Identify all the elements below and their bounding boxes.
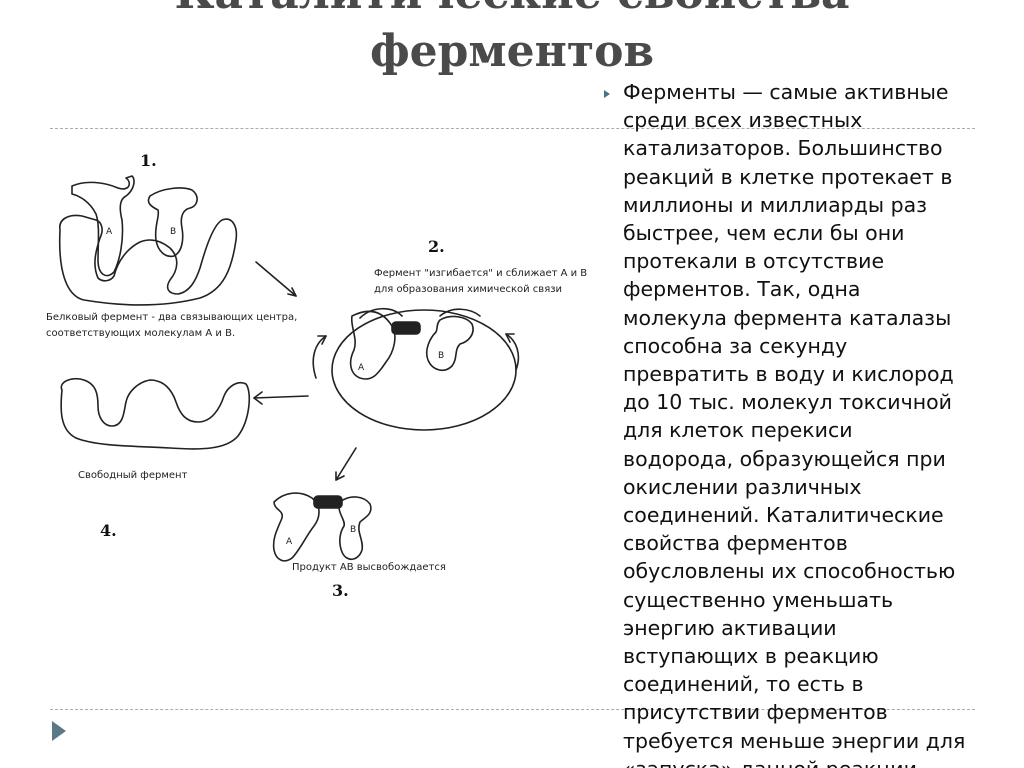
enzyme-diagram-svg: 1. 2. 3. 4. A B A B A B Белковый фермент… xyxy=(46,151,587,600)
step-2-label: 2. xyxy=(428,237,445,256)
slide-title-line1: Каталитические свойства xyxy=(0,0,1024,16)
caption-step2-line1: Фермент "изгибается" и сближает А и В xyxy=(374,268,587,279)
step-4-label: 4. xyxy=(100,521,117,540)
caption-step3: Продукт АВ высвобождается xyxy=(292,562,446,573)
letter-a-step2: A xyxy=(358,363,365,373)
top-divider xyxy=(50,128,975,129)
letter-b-step2: B xyxy=(438,351,444,361)
arrow-2-3 xyxy=(335,447,357,481)
caption-step1-line1: Белковый фермент - два связывающих центр… xyxy=(46,312,297,323)
letter-a-step1: A xyxy=(106,227,113,237)
letter-b-step1: B xyxy=(170,227,176,237)
bond-step3 xyxy=(313,495,343,509)
letter-a-step3: A xyxy=(286,537,293,547)
bottom-divider xyxy=(50,709,975,710)
arrow-2-4 xyxy=(253,395,309,399)
step-3-label: 3. xyxy=(332,581,349,600)
caption-step2-line2: для образования химической связи xyxy=(374,284,562,295)
molecule-b-step1 xyxy=(147,187,198,258)
caption-step4: Свободный фермент xyxy=(78,470,188,481)
slide-title-line2: ферментов xyxy=(369,26,655,77)
arrow-left-curve xyxy=(312,335,327,379)
arrow-1-2 xyxy=(255,261,297,297)
letter-b-step3: B xyxy=(350,525,356,535)
text-column: Ферменты — самые активные среди всех изв… xyxy=(604,78,1024,768)
bond-step2 xyxy=(391,321,421,335)
body-paragraph: Ферменты — самые активные среди всех изв… xyxy=(623,80,966,768)
enzyme-shape-step1 xyxy=(58,214,238,306)
enzyme-shape-step4 xyxy=(60,377,251,450)
enzyme-diagram: 1. 2. 3. 4. A B A B A B Белковый фермент… xyxy=(0,130,600,610)
molecule-a-step1 xyxy=(71,175,135,277)
arrow-right-curve xyxy=(505,333,520,371)
molecule-a-step2 xyxy=(349,310,396,380)
molecule-b-step2 xyxy=(425,315,474,372)
caption-step1-line2: соответствующих молекулам А и В. xyxy=(46,328,235,339)
step-1-label: 1. xyxy=(140,151,157,170)
bullet-arrow-icon xyxy=(604,90,610,98)
nav-triangle-icon xyxy=(52,721,66,741)
product-ab xyxy=(272,492,320,562)
